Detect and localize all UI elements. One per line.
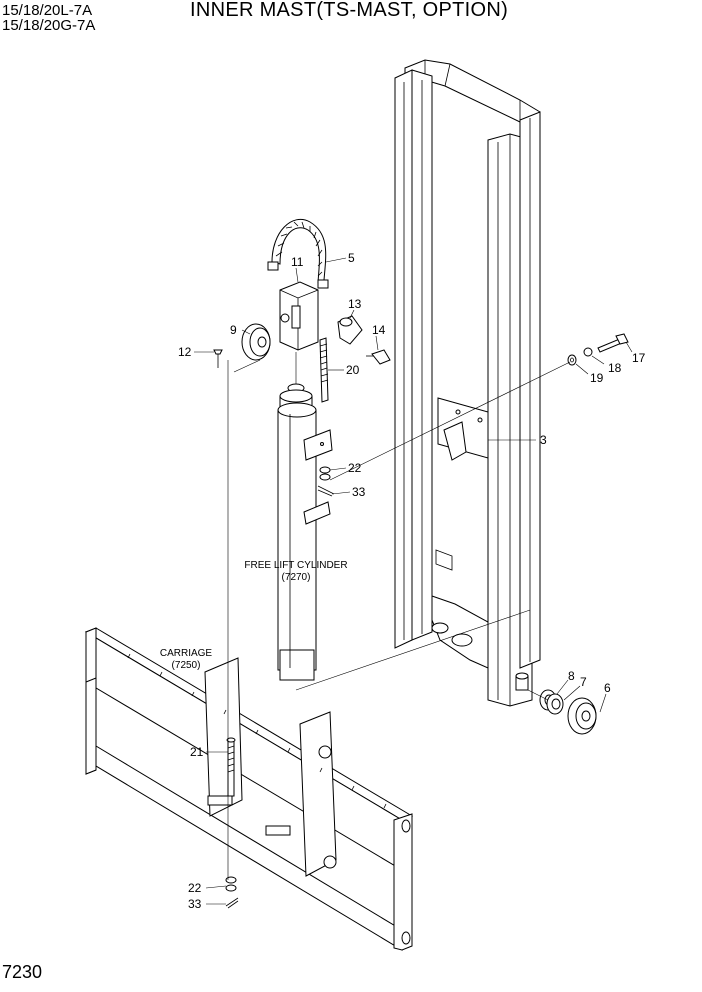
anchor-bolt — [319, 337, 329, 403]
carriage-name-label: CARRIAGE — [160, 648, 213, 659]
cylinder-name-label: FREE LIFT CYLINDER — [244, 560, 347, 571]
callout-5: 5 — [348, 251, 355, 265]
free-lift-cylinder — [277, 383, 333, 681]
callout-7: 7 — [580, 675, 587, 689]
cylinder-ref-label: (7270) — [282, 572, 311, 583]
page-number: 7230 — [2, 962, 43, 982]
callout-33-lower: 33 — [188, 897, 202, 911]
callout-18: 18 — [608, 361, 622, 375]
mast-bolt-set — [567, 333, 629, 366]
chain-guard — [337, 315, 391, 365]
leader-lines — [194, 257, 633, 905]
callout-33-upper: 33 — [352, 485, 366, 499]
page-title: INNER MAST(TS-MAST, OPTION) — [190, 0, 509, 21]
callout-13: 13 — [348, 297, 362, 311]
lift-chain — [267, 219, 329, 289]
inner-mast — [394, 59, 541, 707]
carriage-ref-label: (7250) — [172, 660, 201, 671]
callout-11: 11 — [291, 255, 304, 269]
model-line-2: 15/18/20G-7A — [2, 17, 96, 34]
assembly-lines — [227, 352, 571, 880]
callout-22-upper: 22 — [348, 461, 362, 475]
callout-12: 12 — [178, 345, 192, 359]
callout-14: 14 — [372, 323, 386, 337]
callout-6: 6 — [604, 681, 611, 695]
sheave — [213, 323, 271, 368]
callout-9: 9 — [230, 323, 237, 337]
callout-20: 20 — [346, 363, 360, 377]
callout-3: 3 — [540, 433, 547, 447]
callout-8: 8 — [568, 669, 575, 683]
callout-22-lower: 22 — [188, 881, 202, 895]
chain-anchor-block — [279, 281, 319, 351]
callout-17: 17 — [632, 351, 646, 365]
model-line-1: 15/18/20L-7A — [2, 2, 93, 19]
callout-19: 19 — [590, 371, 604, 385]
carriage — [84, 627, 414, 951]
cylinder-fasteners — [317, 466, 335, 497]
callout-21: 21 — [190, 745, 204, 759]
